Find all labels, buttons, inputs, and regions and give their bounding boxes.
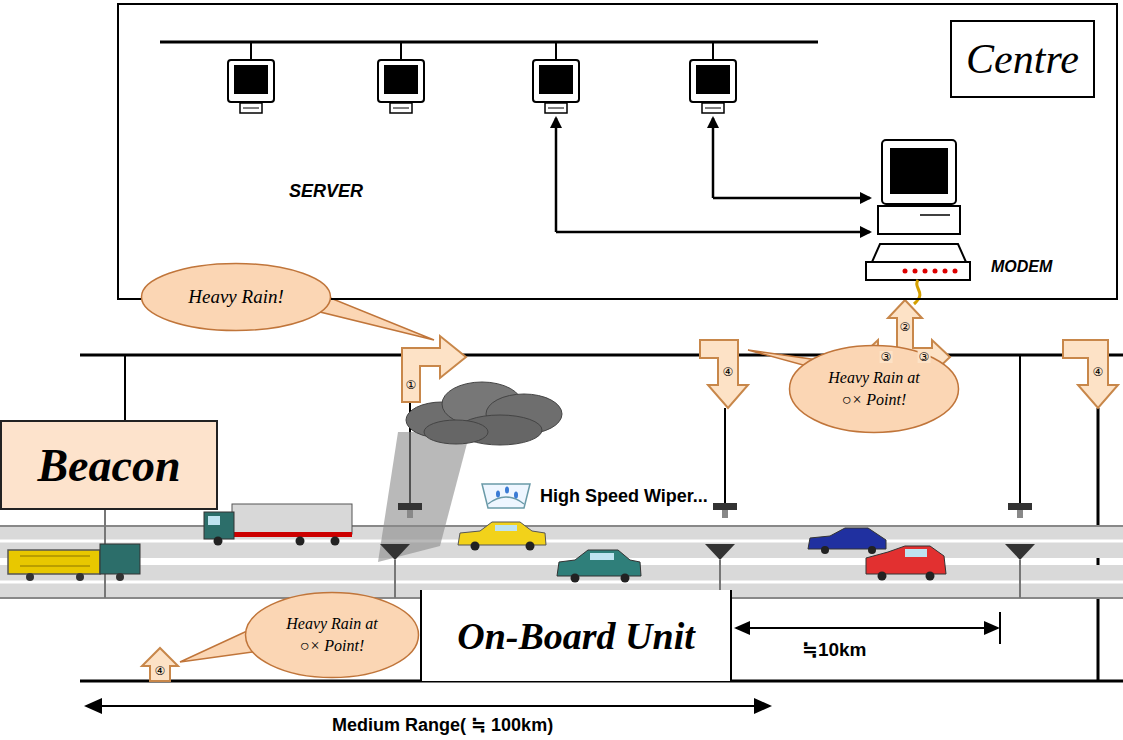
callout-number: ④ [154,665,167,677]
node-text: On-Board Unit [457,614,695,658]
block-arrows [142,300,1118,681]
road [0,526,1123,598]
node-text: Centre [966,35,1079,83]
node-text: Heavy Rain! [188,286,283,308]
callout-number: ③ [880,351,893,363]
road-sensors [105,503,1035,598]
distance-label: ≒10km [800,638,869,661]
speech-bubble: Heavy Rain at ○× Point! [788,344,960,434]
centre-box: Centre [950,20,1095,98]
beacon-box: Beacon [0,420,218,510]
callout-number: ② [899,321,912,333]
callout-number: ④ [722,366,735,378]
bubble-outline [788,344,960,434]
node-text: Heavy Rain at ○× Point! [818,367,930,410]
centre-equipment [160,42,970,304]
speech-bubble: Heavy Rain at ○× Point! [244,591,420,679]
bubble-outline [244,591,420,679]
callout-number: ① [405,379,418,391]
on-board-unit-box: On-Board Unit [420,590,732,681]
weather [378,382,562,562]
speech-bubble: Heavy Rain! [140,262,332,332]
communication-line [80,355,1123,681]
callout-number: ④ [1092,366,1105,378]
range-label: Medium Range( ≒ 100km) [330,714,555,736]
annotation-text: High Speed Wiper... [540,486,708,507]
callout-number: ③ [918,351,931,363]
node-text: Beacon [37,439,180,492]
server-label: SERVER [289,181,363,202]
node-text: Heavy Rain at ○× Point! [276,613,388,656]
centre-region: SERVER MODEM Centre [117,3,1118,300]
modem-label: MODEM [991,258,1052,276]
